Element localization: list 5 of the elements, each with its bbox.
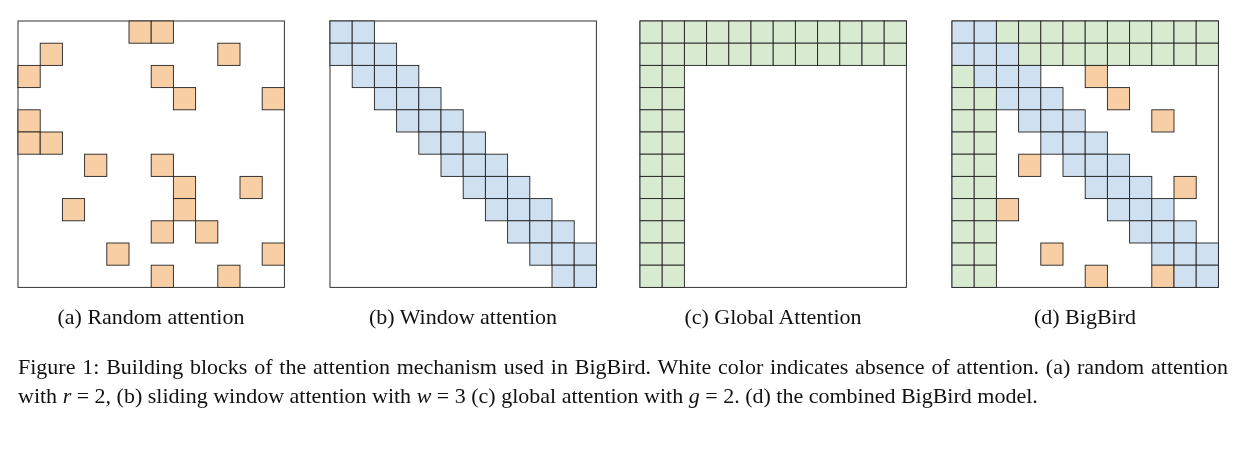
- panel-label: (b) Window attention: [367, 304, 559, 330]
- figure-caption: Figure 1: Building blocks of the attention mechanism used in BigBird. White color indicates absence of attention. (a) random attention with r = 2, (b) sliding window attention with w = 3 (c) global attention with g = 2. (d) the combined BigBird model.: [18, 353, 1228, 410]
- panel-label: (c) Global Attention: [683, 304, 863, 330]
- panel-label: (a) Random attention: [56, 304, 246, 330]
- panel-label: (d) BigBird: [1032, 304, 1138, 330]
